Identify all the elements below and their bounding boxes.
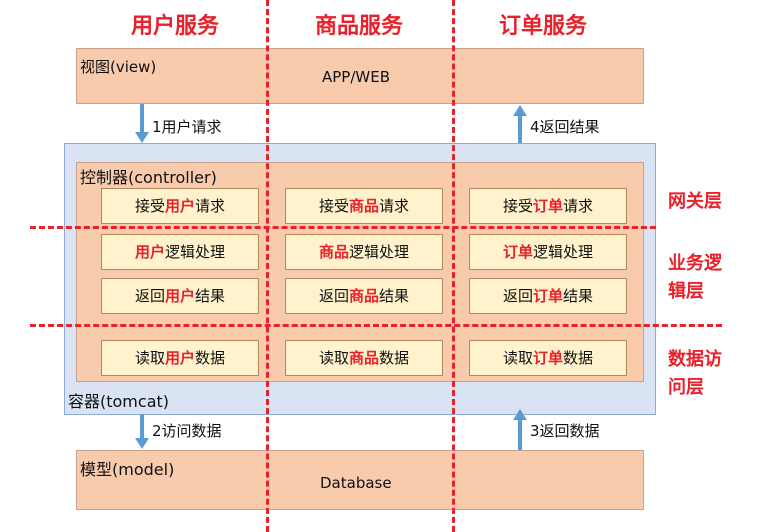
cell-entity: 订单 [532,287,563,305]
divider-user-product [266,0,269,532]
cell-entity: 商品 [348,197,379,215]
cell-return-result-user: 返回用户结果 [101,278,259,314]
cell-suffix: 请求 [563,197,594,215]
arrow-up-icon [513,105,527,144]
cell-prefix: 返回 [318,287,349,305]
cell-entity: 商品 [348,349,379,367]
access-data-label: 2访问数据 [152,422,222,440]
cell-prefix: 返回 [134,287,165,305]
user-request-label: 1用户请求 [152,118,222,136]
cell-suffix: 逻辑处理 [533,243,594,261]
cell-entity: 商品 [318,243,349,261]
arrow-down-icon [135,414,149,449]
cell-entity: 订单 [532,349,563,367]
cell-entity: 订单 [502,243,533,261]
cell-read-data-user: 读取用户数据 [101,340,259,376]
cell-suffix: 结果 [195,287,226,305]
model-band [76,450,644,510]
container-label: 容器(tomcat) [68,392,170,411]
cell-prefix: 读取 [134,349,165,367]
cell-accept-request-product: 接受商品请求 [285,188,443,224]
layer-business-line2: 辑层 [668,281,704,302]
model-label: 模型(model) [80,460,175,479]
cell-suffix: 逻辑处理 [165,243,226,261]
view-label: 视图(view) [80,58,157,76]
column-title-product: 商品服务 [314,14,403,39]
cell-suffix: 结果 [379,287,410,305]
return-data-label: 3返回数据 [530,422,600,440]
cell-prefix: 读取 [318,349,349,367]
cell-return-result-order: 返回订单结果 [469,278,627,314]
cell-entity: 用户 [164,287,195,305]
cell-suffix: 数据 [563,349,594,367]
cell-accept-request-order: 接受订单请求 [469,188,627,224]
model-center-text: Database [320,474,392,492]
cell-return-result-product: 返回商品结果 [285,278,443,314]
cell-logic-process-user: 用户逻辑处理 [101,234,259,270]
layer-data-line1: 数据访 [668,349,722,370]
divider-business [30,324,722,327]
column-title-order: 订单服务 [498,14,587,39]
cell-entity: 用户 [164,197,195,215]
layer-business-line1: 业务逻 [668,253,722,274]
view-band [76,48,644,104]
arrow-down-icon [135,104,149,143]
layer-gateway: 网关层 [668,191,722,212]
cell-logic-process-product: 商品逻辑处理 [285,234,443,270]
controller-label: 控制器(controller) [80,168,217,187]
cell-prefix: 读取 [502,349,533,367]
cell-suffix: 结果 [563,287,594,305]
cell-suffix: 逻辑处理 [349,243,410,261]
cell-accept-request-user: 接受用户请求 [101,188,259,224]
view-center-text: APP/WEB [322,68,391,86]
cell-read-data-order: 读取订单数据 [469,340,627,376]
cell-entity: 用户 [164,349,195,367]
cell-entity: 商品 [348,287,379,305]
cell-suffix: 请求 [379,197,410,215]
arrow-up-icon [513,409,527,450]
cell-entity: 订单 [532,197,563,215]
divider-product-order [452,0,455,532]
cell-suffix: 数据 [195,349,226,367]
cell-suffix: 请求 [195,197,226,215]
cell-logic-process-order: 订单逻辑处理 [469,234,627,270]
cell-entity: 用户 [134,243,165,261]
layer-data-line2: 问层 [668,377,704,398]
cell-prefix: 返回 [502,287,533,305]
divider-gateway [30,226,656,229]
cell-prefix: 接受 [134,197,165,215]
cell-prefix: 接受 [502,197,533,215]
return-result-label: 4返回结果 [530,118,600,136]
cell-suffix: 数据 [379,349,410,367]
cell-prefix: 接受 [318,197,349,215]
cell-read-data-product: 读取商品数据 [285,340,443,376]
column-title-user: 用户服务 [130,14,219,39]
